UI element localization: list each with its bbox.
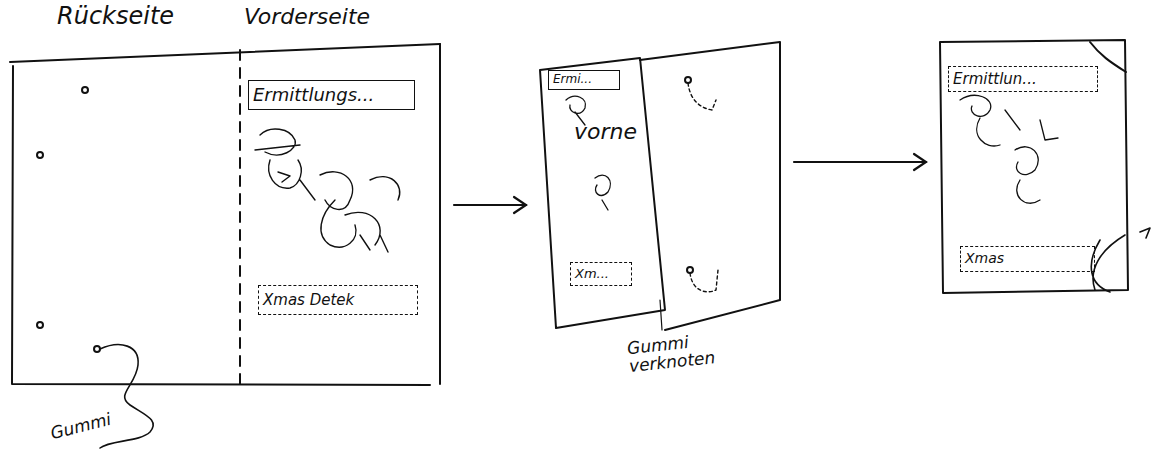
sheet-edge xyxy=(12,66,430,385)
heading: vorne xyxy=(574,120,637,144)
step-arrow xyxy=(454,197,526,213)
sheet-edge xyxy=(439,44,441,384)
title-box: Ermittlun... xyxy=(948,66,1098,92)
box-text: Ermittlun... xyxy=(953,71,1037,88)
rubber-band xyxy=(688,83,718,292)
fold-line xyxy=(239,50,241,384)
sheet-edge xyxy=(10,44,440,62)
box-text: Ermittlungs... xyxy=(253,85,374,105)
rubber-band xyxy=(100,345,153,448)
heading: Vorderseite xyxy=(244,5,370,29)
instruction-note: Gummi verknoten xyxy=(626,332,709,376)
detective-drawing xyxy=(960,95,1058,203)
hole xyxy=(37,152,43,158)
card-outline xyxy=(940,40,1128,293)
corner-fold xyxy=(1091,228,1150,292)
back-panel: Rückseite xyxy=(12,45,240,385)
card-front xyxy=(540,58,665,328)
subtitle-box: Xm... xyxy=(570,262,632,286)
step-arrow xyxy=(794,154,926,170)
hole xyxy=(82,87,88,93)
box-text: Xm... xyxy=(575,267,609,281)
front-panel: VorderseiteErmittlungs...Xmas Detek xyxy=(240,45,440,385)
part-label: Gummi xyxy=(49,411,113,443)
heading: Rückseite xyxy=(57,3,174,29)
subtitle-box: Xmas Detek xyxy=(258,285,418,315)
box-text: Xmas xyxy=(965,251,1004,266)
corner-fold xyxy=(1090,42,1126,72)
detective-drawing xyxy=(595,175,610,210)
card-back xyxy=(640,42,780,330)
finished-card: Ermittlun... Xmas xyxy=(940,40,1128,294)
hole xyxy=(37,322,43,328)
title-box: Ermittlungs... xyxy=(248,80,415,110)
leader-line xyxy=(660,300,662,330)
folded-card: vorne Ermi... Xm... xyxy=(540,40,780,330)
hole xyxy=(94,346,100,352)
box-text: Ermi... xyxy=(553,73,592,86)
subtitle-box: Xmas xyxy=(960,246,1095,272)
title-box: Ermi... xyxy=(548,70,620,90)
hole xyxy=(687,267,693,273)
detective-drawing xyxy=(255,129,400,252)
hole xyxy=(685,77,691,83)
box-text: Xmas Detek xyxy=(263,292,354,309)
